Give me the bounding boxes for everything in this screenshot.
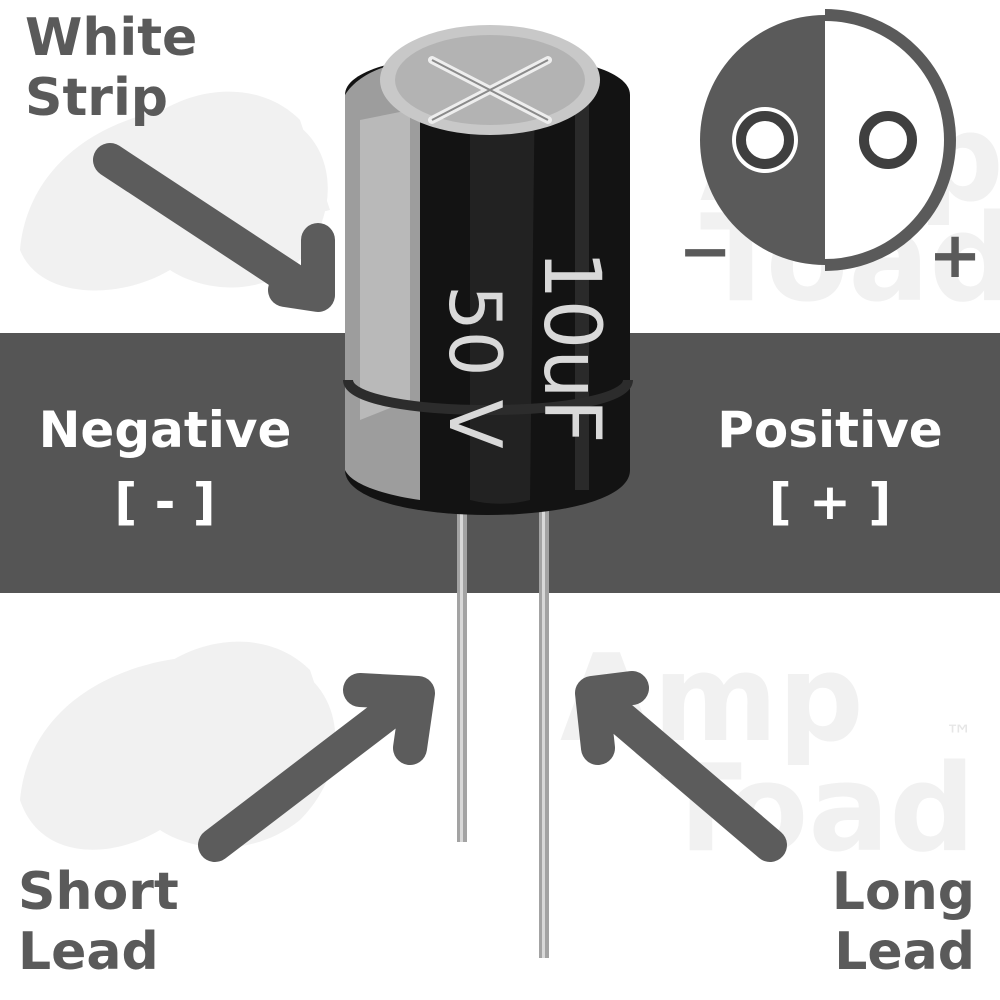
- watermark-bottom: Amp Toad ™: [20, 630, 975, 879]
- positive-bracket: [ + ]: [768, 473, 892, 531]
- short-lead-label-line1: Short: [18, 862, 179, 922]
- symbol-plus: +: [928, 219, 982, 293]
- capacitor: 10uF 50 V: [343, 25, 633, 515]
- negative-lead-highlight: [460, 500, 463, 842]
- white-strip-label-line2: Strip: [25, 68, 168, 128]
- symbol-minus: −: [678, 215, 732, 289]
- arrow-long-lead: [575, 671, 787, 862]
- capacitance-marking: 10uF: [526, 250, 616, 444]
- watermark-tm: ™: [945, 719, 973, 752]
- positive-label: Positive [ + ]: [680, 400, 980, 532]
- negative-label-text: Negative: [38, 401, 292, 459]
- arrow-short-lead: [198, 673, 435, 862]
- negative-bracket: [ - ]: [114, 473, 216, 531]
- long-lead-label-line2: Lead: [834, 922, 975, 982]
- positive-label-text: Positive: [717, 401, 943, 459]
- long-lead-label-line1: Long: [831, 862, 975, 922]
- arrow-white-strip: [93, 143, 335, 312]
- white-strip-label-line1: White: [25, 8, 198, 68]
- polarity-symbol-icon: [700, 9, 956, 271]
- long-lead-label: Long Lead: [795, 862, 975, 982]
- voltage-marking: 50 V: [433, 285, 517, 449]
- short-lead-label: Short Lead: [18, 862, 179, 982]
- white-strip-label: White Strip: [25, 8, 197, 128]
- negative-label: Negative [ - ]: [10, 400, 320, 532]
- short-lead-label-line2: Lead: [18, 922, 159, 982]
- positive-lead-highlight: [542, 500, 545, 958]
